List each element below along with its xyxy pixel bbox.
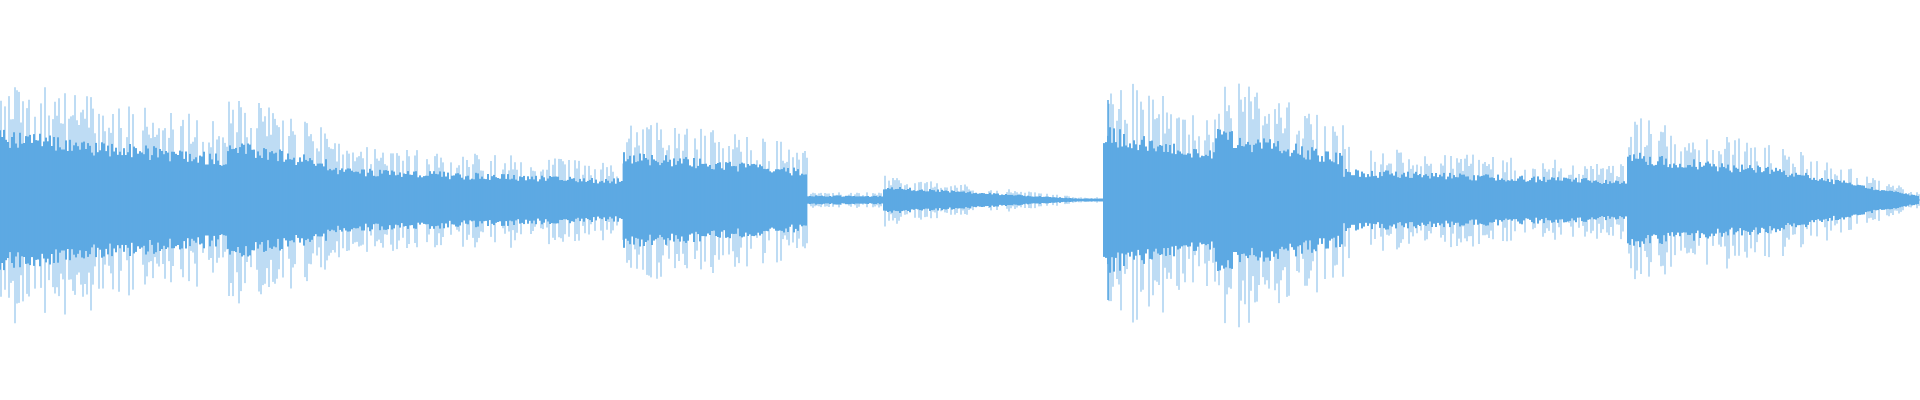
waveform-samples — [0, 83, 1920, 328]
